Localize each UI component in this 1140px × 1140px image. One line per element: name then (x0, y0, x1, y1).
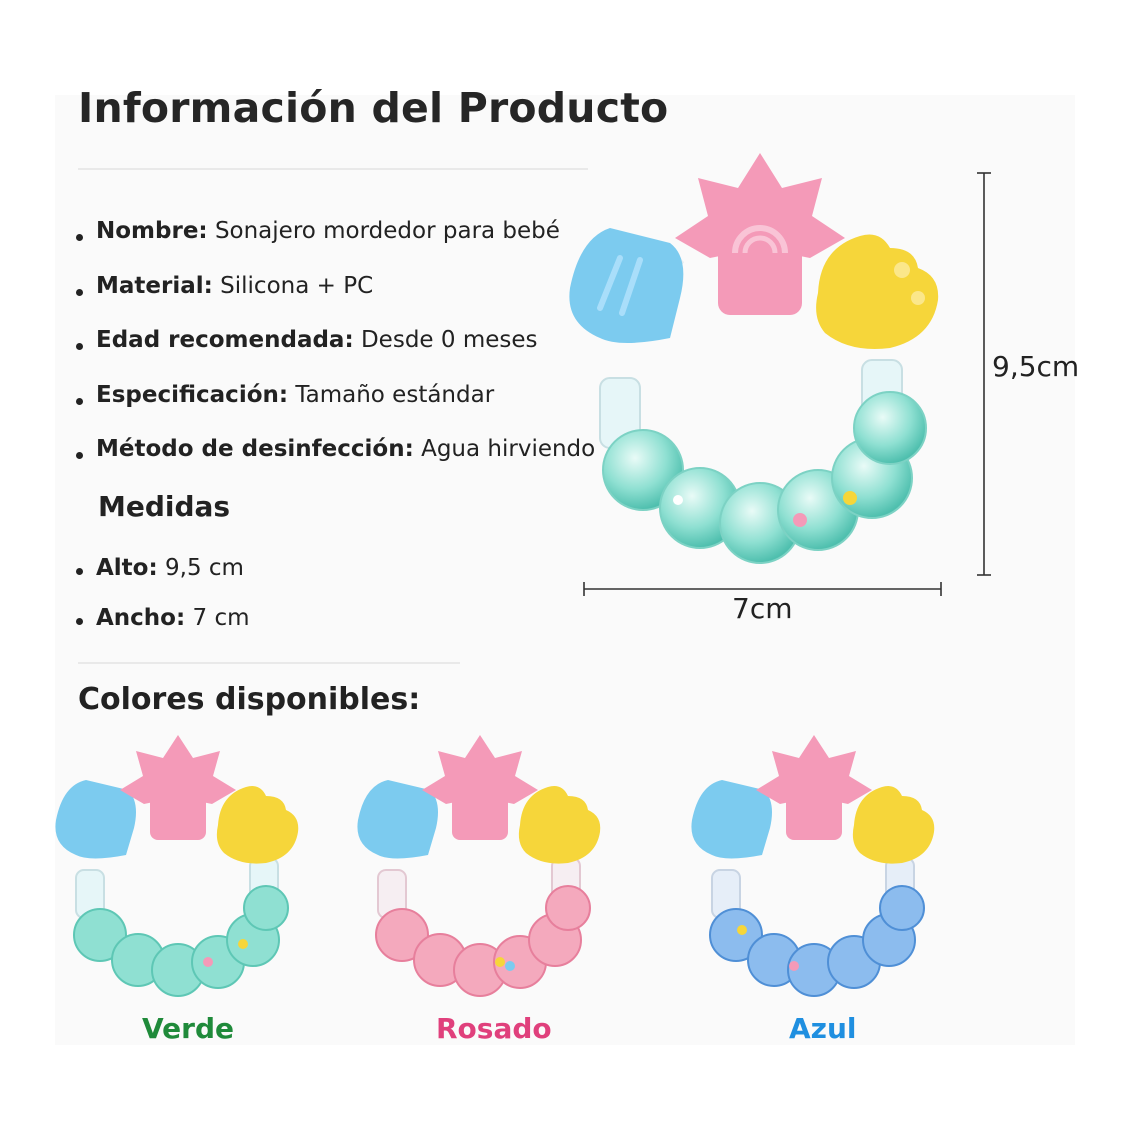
width-dimension-label: 7cm (732, 592, 793, 625)
color-label-rosado: Rosado (436, 1012, 552, 1045)
measure-value: 9,5 cm (165, 555, 244, 581)
measure-label: Ancho: (96, 605, 186, 631)
spec-value: Desde 0 meses (360, 327, 538, 353)
spec-item-nombre: Nombre: Sonajero mordedor para bebé (74, 210, 595, 265)
teether-rosado-image (357, 735, 601, 997)
divider-middle (78, 662, 460, 664)
spec-label: Nombre: (96, 218, 208, 244)
color-label-verde: Verde (142, 1012, 234, 1045)
measure-item-alto: Alto: 9,5 cm (74, 546, 250, 596)
spec-label: Material: (96, 272, 213, 299)
color-label-azul: Azul (789, 1012, 857, 1045)
spec-label: Edad recomendada: (96, 327, 354, 353)
measure-label: Alto: (96, 555, 158, 581)
teether-azul-image (691, 735, 935, 997)
spec-item-edad: Edad recomendada: Desde 0 meses (74, 319, 595, 374)
divider-top (78, 168, 588, 170)
teether-rattle-image (569, 153, 939, 564)
measure-item-ancho: Ancho: 7 cm (74, 596, 250, 646)
page-title: Información del Producto (78, 84, 669, 132)
measures-heading: Medidas (98, 490, 231, 523)
spec-list: Nombre: Sonajero mordedor para bebé Mate… (74, 210, 595, 483)
spec-label: Especificación: (96, 381, 289, 408)
colors-heading: Colores disponibles: (78, 682, 421, 717)
spec-value: Silicona + PC (220, 272, 374, 299)
spec-value: Sonajero mordedor para bebé (214, 218, 560, 244)
spec-item-especificacion: Especificación: Tamaño estándar (74, 374, 595, 429)
spec-label: Método de desinfección: (96, 436, 414, 462)
spec-item-material: Material: Silicona + PC (74, 265, 595, 320)
measure-value: 7 cm (192, 605, 250, 631)
spec-value: Agua hirviendo (421, 436, 596, 462)
teether-verde-image (55, 735, 299, 997)
spec-value: Tamaño estándar (295, 381, 495, 408)
height-dimension-label: 9,5cm (992, 350, 1080, 383)
measures-list: Alto: 9,5 cm Ancho: 7 cm (74, 546, 250, 646)
spec-item-desinfeccion: Método de desinfección: Agua hirviendo (74, 428, 595, 483)
